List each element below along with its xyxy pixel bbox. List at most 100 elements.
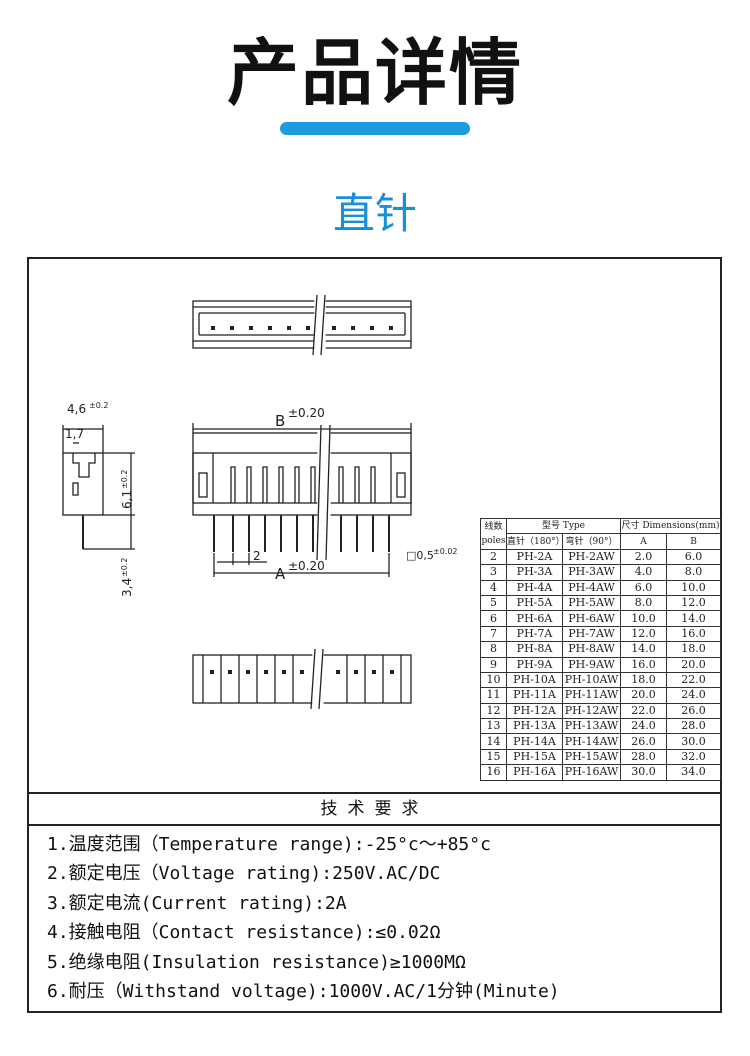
section-subtitle: 直针 <box>332 189 417 238</box>
spec-line: 1.温度范围（Temperature range):-25°c～+85°c <box>47 834 491 855</box>
table-cell: 20.0 <box>620 687 667 704</box>
side-height-label: 6,1 <box>120 490 134 509</box>
table-head-right-angle: 弯针（90°） <box>562 533 621 550</box>
side-width-label: 4,6 <box>67 402 86 416</box>
dim-b-label: B <box>275 412 285 430</box>
spec-line: 3.额定电流(Current rating):2A <box>47 892 347 914</box>
table-head-dims: 尺寸 Dimensions(mm) <box>620 517 721 535</box>
table-cell: PH-11AW <box>562 687 621 704</box>
table-cell: 14.0 <box>666 610 721 627</box>
table-cell: 9 <box>480 656 507 673</box>
pin-size-tol: ±0.02 <box>433 547 458 556</box>
side-view <box>62 425 135 550</box>
table-cell: 5 <box>480 594 507 612</box>
table-cell: PH-14AW <box>562 733 621 750</box>
table-cell: 16.0 <box>666 625 721 643</box>
table-cell: 16.0 <box>620 656 667 673</box>
dim-a-tol: ±0.20 <box>288 559 325 573</box>
pin-length-label: 3,4 <box>120 578 134 597</box>
table-cell: PH-2AW <box>562 548 621 566</box>
table-cell: PH-13A <box>506 718 563 735</box>
spec-line: 5.绝缘电阻(Insulation resistance)≥1000MΩ <box>47 951 466 973</box>
pitch-label: 2 <box>253 549 261 563</box>
drawing-frame <box>27 257 722 1013</box>
table-cell: PH-12AW <box>562 702 621 720</box>
table-cell: PH-9A <box>506 656 563 673</box>
front-view <box>192 423 412 577</box>
table-head-poles-en: poles <box>481 535 506 546</box>
table-cell: PH-5A <box>506 594 563 612</box>
table-cell: 24.0 <box>620 718 667 735</box>
table-cell: 2.0 <box>620 548 667 566</box>
top-view <box>192 294 412 356</box>
table-cell: 30.0 <box>620 764 667 781</box>
table-cell: PH-3AW <box>562 564 621 581</box>
table-cell: 18.0 <box>620 671 667 689</box>
table-cell: 28.0 <box>666 718 721 735</box>
table-cell: PH-16AW <box>562 764 621 781</box>
table-cell: 2 <box>480 548 507 566</box>
table-cell: 24.0 <box>666 687 721 704</box>
table-cell: 11 <box>480 687 507 704</box>
spec-header: 技术要求 <box>27 792 722 826</box>
table-head-type: 型号 Type <box>506 517 621 535</box>
table-cell: 10.0 <box>620 610 667 627</box>
table-cell: 8 <box>480 641 507 658</box>
table-cell: 14.0 <box>620 641 667 658</box>
page-title: 产品详情 <box>226 31 523 115</box>
table-cell: 15 <box>480 748 507 766</box>
table-cell: PH-6A <box>506 610 563 627</box>
table-cell: PH-15A <box>506 748 563 766</box>
table-cell: 14 <box>480 733 507 750</box>
table-cell: 6.0 <box>620 579 667 596</box>
table-cell: 10.0 <box>666 579 721 596</box>
table-cell: PH-6AW <box>562 610 621 627</box>
title-accent-bar <box>280 122 470 135</box>
table-cell: 26.0 <box>666 702 721 720</box>
table-cell: PH-2A <box>506 548 563 566</box>
table-cell: PH-11A <box>506 687 563 704</box>
pin-size-label: □0,5 <box>406 549 434 562</box>
side-height-tol: ±0.2 <box>120 470 129 489</box>
table-cell: 12.0 <box>666 594 721 612</box>
table-cell: PH-13AW <box>562 718 621 735</box>
table-head-b: B <box>666 533 721 550</box>
table-cell: PH-10A <box>506 671 563 689</box>
table-cell: 6 <box>480 610 507 627</box>
side-slot-label: 1,7 <box>65 427 84 441</box>
table-cell: PH-9AW <box>562 656 621 673</box>
table-cell: PH-16A <box>506 764 563 781</box>
table-cell: 10 <box>480 671 507 689</box>
spec-line: 2.额定电压（Voltage rating):250V.AC/DC <box>47 863 441 885</box>
table-cell: PH-4A <box>506 579 563 596</box>
table-cell: 18.0 <box>666 641 721 658</box>
table-cell: 20.0 <box>666 656 721 673</box>
table-head-a: A <box>620 533 667 550</box>
table-head-straight: 直针（180°） <box>506 533 565 550</box>
table-cell: PH-7AW <box>562 625 621 643</box>
pin-length-tol: ±0.2 <box>120 558 129 577</box>
table-cell: 13 <box>480 718 507 735</box>
table-cell: PH-7A <box>506 625 563 643</box>
table-cell: PH-3A <box>506 564 563 581</box>
dimensions-table: 线数 poles 型号 Type 尺寸 Dimensions(mm) 直针（18… <box>480 517 721 781</box>
spec-list: 1.温度范围（Temperature range):-25°c～+85°c 2.额… <box>47 830 560 1006</box>
table-cell: 6.0 <box>666 548 721 566</box>
table-head-poles-cn: 线数 <box>484 521 503 532</box>
table-cell: PH-15AW <box>562 748 621 766</box>
